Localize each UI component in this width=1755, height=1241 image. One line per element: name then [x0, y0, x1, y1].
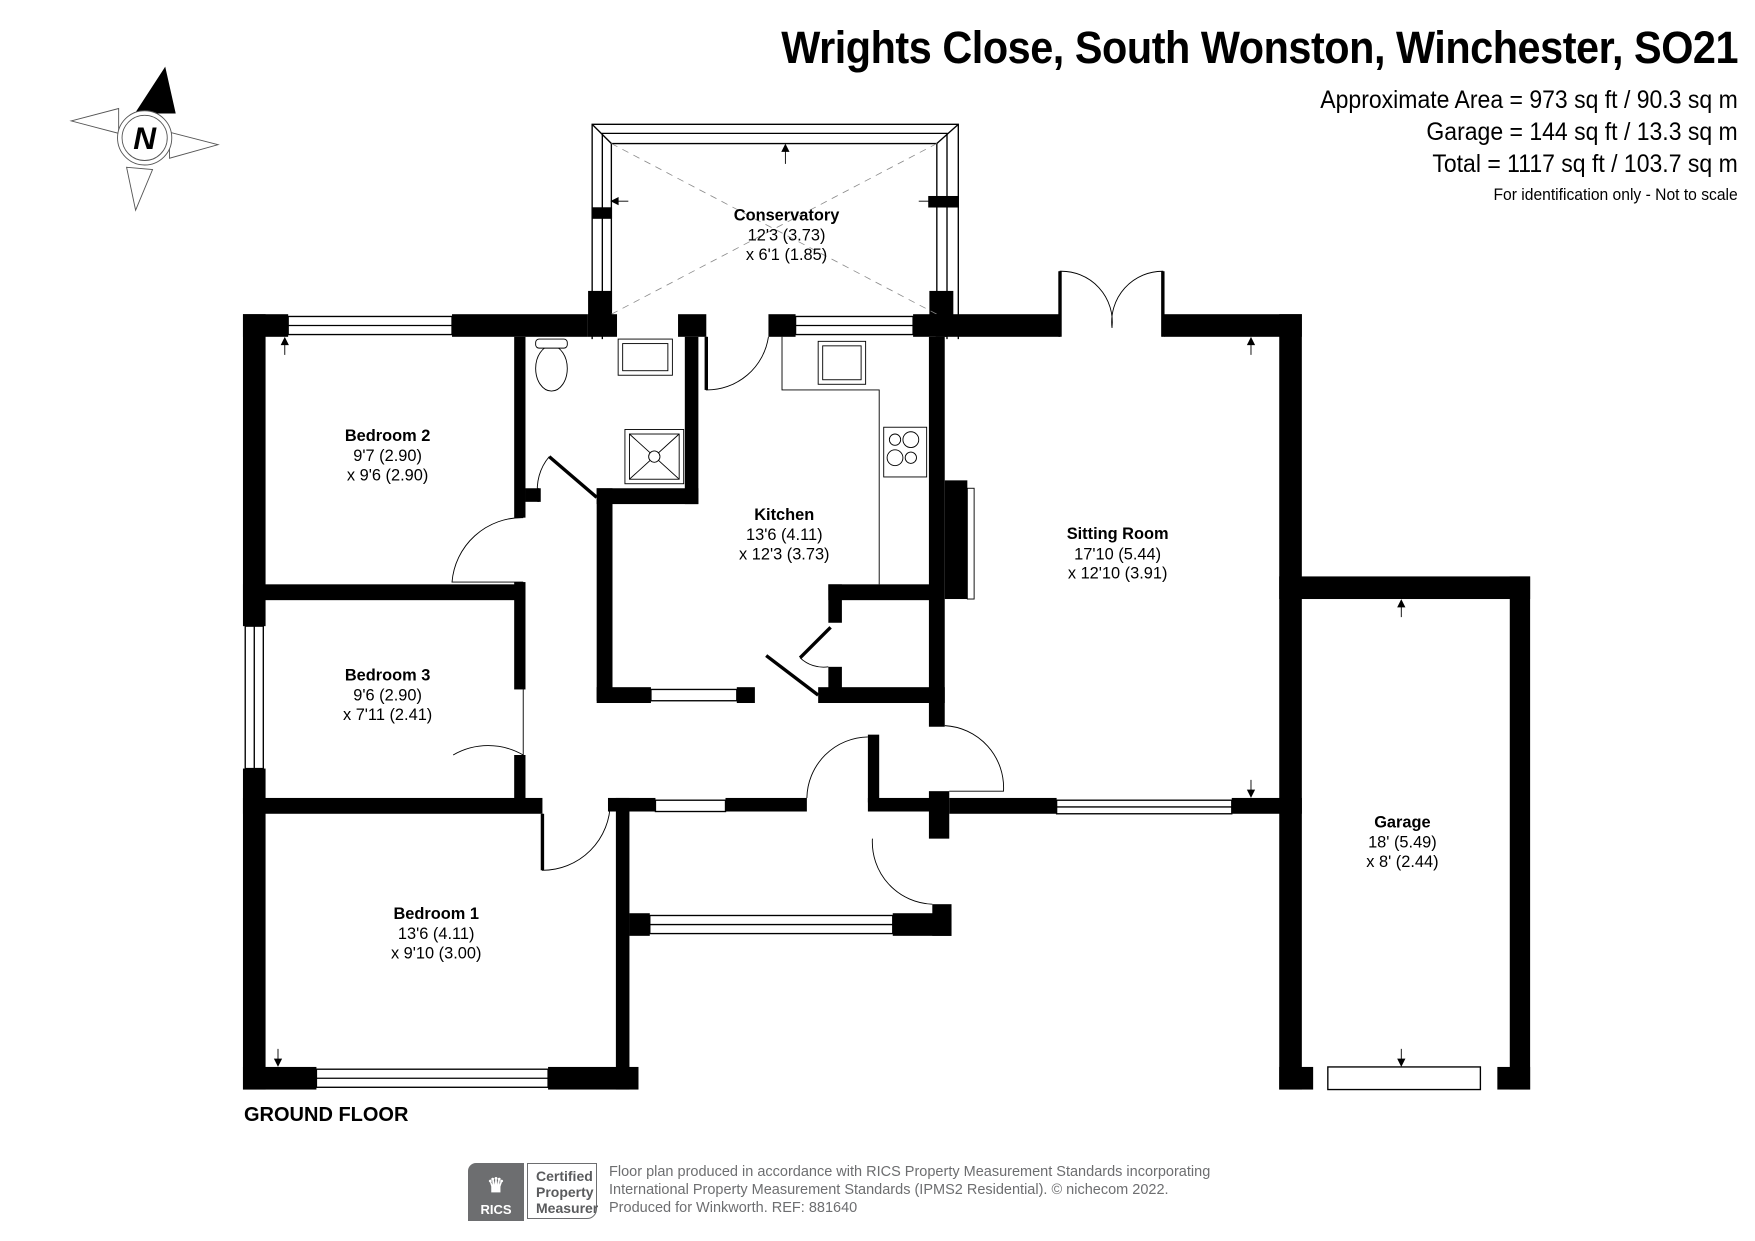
floor-label: GROUND FLOOR [244, 1104, 409, 1126]
svg-text:18' (5.49): 18' (5.49) [1368, 834, 1437, 852]
north-arrow-icon: N [69, 66, 220, 212]
svg-text:x 6'1 (1.85): x 6'1 (1.85) [746, 246, 827, 264]
room-bedroom-2: Bedroom 2 9'7 (2.90) x 9'6 (2.90) [345, 427, 431, 485]
windows [244, 315, 1482, 1091]
svg-text:Bedroom 2: Bedroom 2 [345, 427, 431, 445]
dimension-arrows [273, 143, 1406, 1067]
svg-text:Sitting Room: Sitting Room [1067, 525, 1169, 543]
svg-text:Garage: Garage [1374, 813, 1430, 831]
svg-text:x 8' (2.44): x 8' (2.44) [1366, 853, 1438, 871]
svg-text:9'7 (2.90): 9'7 (2.90) [353, 447, 422, 465]
doors [451, 270, 1165, 905]
room-labels: Conservatory 12'3 (3.73) x 6'1 (1.85) Be… [343, 206, 1439, 962]
fireplace-hearth [966, 487, 975, 600]
lion-icon: ♛ [487, 1175, 505, 1197]
room-bedroom-1: Bedroom 1 13'6 (4.11) x 9'10 (3.00) [391, 905, 482, 963]
svg-text:Kitchen: Kitchen [754, 506, 814, 524]
room-conservatory: Conservatory 12'3 (3.73) x 6'1 (1.85) [734, 206, 840, 264]
rics-logo: ♛ RICS [468, 1163, 524, 1221]
svg-text:17'10 (5.44): 17'10 (5.44) [1074, 545, 1161, 563]
room-bedroom-3: Bedroom 3 9'6 (2.90) x 7'11 (2.41) [343, 666, 432, 724]
garage-area: Garage = 144 sq ft / 13.3 sq m [1426, 118, 1738, 146]
svg-text:12'3 (3.73): 12'3 (3.73) [748, 227, 826, 245]
approximate-area: Approximate Area = 973 sq ft / 90.3 sq m [1320, 86, 1738, 114]
total-area: Total = 1117 sq ft / 103.7 sq m [1432, 150, 1738, 178]
property-title: Wrights Close, South Wonston, Winchester… [781, 22, 1738, 73]
kitchen-worktop [781, 336, 880, 585]
svg-text:9'6 (2.90): 9'6 (2.90) [353, 687, 422, 705]
svg-text:x 12'3 (3.73): x 12'3 (3.73) [739, 545, 830, 563]
footer: ♛ RICS Certified Property Measurer Floor… [468, 1163, 1210, 1221]
room-sitting-room: Sitting Room 17'10 (5.44) x 12'10 (3.91) [1067, 525, 1169, 583]
svg-text:13'6 (4.11): 13'6 (4.11) [746, 526, 823, 544]
room-garage: Garage 18' (5.49) x 8' (2.44) [1366, 813, 1438, 871]
room-kitchen: Kitchen 13'6 (4.11) x 12'3 (3.73) [739, 506, 830, 564]
compass-n: N [133, 120, 157, 156]
area-summary: Approximate Area = 973 sq ft / 90.3 sq m… [1321, 84, 1738, 210]
svg-text:x 9'6 (2.90): x 9'6 (2.90) [347, 466, 428, 484]
svg-text:Conservatory: Conservatory [734, 206, 840, 224]
toilet-icon [535, 345, 568, 392]
svg-text:x 7'11 (2.41): x 7'11 (2.41) [343, 706, 432, 724]
conservatory-walls [588, 123, 959, 340]
svg-text:x 12'10 (3.91): x 12'10 (3.91) [1068, 565, 1168, 583]
svg-text:x 9'10 (3.00): x 9'10 (3.00) [391, 944, 482, 962]
exterior-walls [242, 314, 1531, 1090]
svg-text:13'6 (4.11): 13'6 (4.11) [398, 925, 475, 943]
fixtures [535, 336, 975, 600]
svg-text:Bedroom 3: Bedroom 3 [345, 666, 431, 684]
scale-disclaimer: For identification only - Not to scale [1493, 185, 1738, 204]
svg-text:Bedroom 1: Bedroom 1 [393, 905, 479, 923]
certified-badge: Certified Property Measurer [527, 1163, 598, 1219]
footer-disclaimer: Floor plan produced in accordance with R… [609, 1164, 1211, 1216]
